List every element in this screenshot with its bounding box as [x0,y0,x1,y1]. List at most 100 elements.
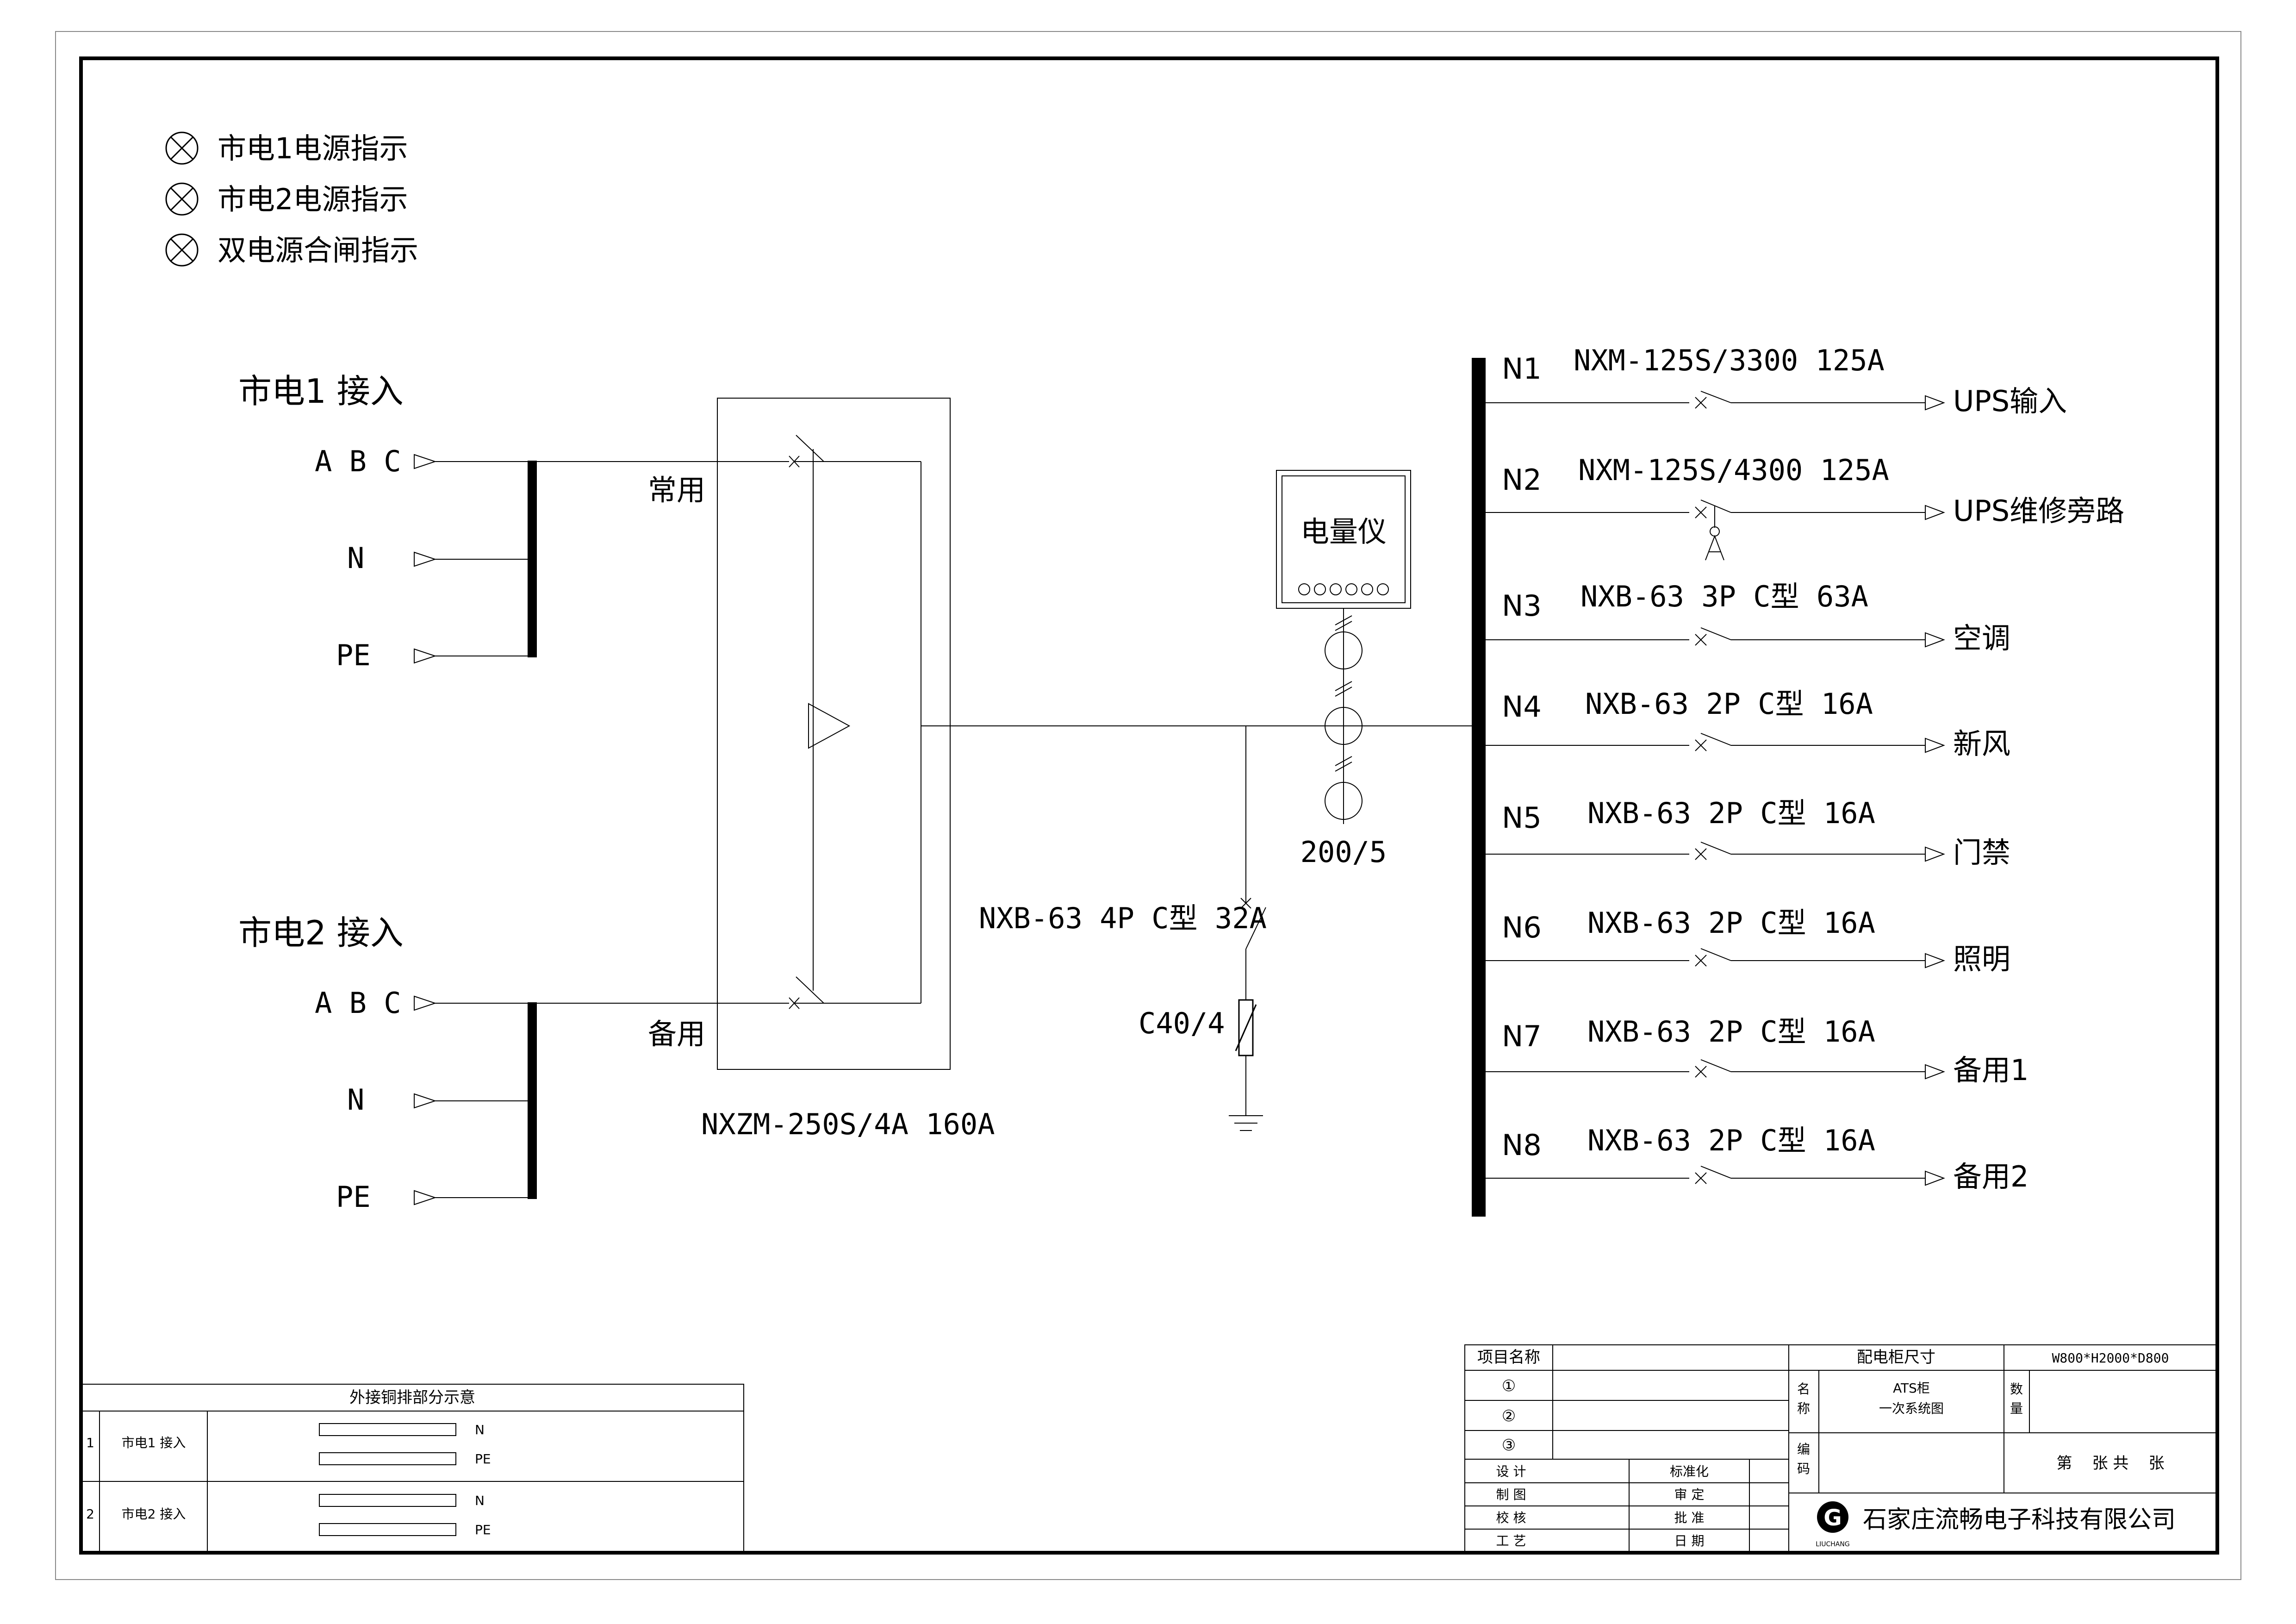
ct-ratio: 200/5 [1300,835,1387,869]
sheet-outer-border [55,31,2241,1580]
power-meter: 电量仪 [1276,470,1411,609]
copper-bar-label: N [475,1422,485,1437]
indicator-lamp-icon [165,182,199,216]
ct-icon [1325,782,1363,820]
copper-row-name: 市电1 接入 [122,1435,186,1450]
feeder-id: N5 [1502,801,1542,835]
sheet-number: 第 张 共 张 [2056,1454,2164,1473]
interlock-triangle-icon [808,703,851,749]
outgoing-arrow-icon [1925,505,1945,520]
feeder-id: N8 [1502,1128,1542,1162]
feeder-load: 门禁 [1953,836,2010,869]
indicator-legend: 市电1电源指示 市电2电源指示 双电源合闸指示 [165,131,418,267]
copper-bar-label: PE [475,1451,491,1467]
svg-text:编: 编 [1797,1442,1810,1457]
indicator-label: 市电1电源指示 [218,131,408,165]
copper-bar-shape [319,1452,456,1465]
copper-row-no: 2 [86,1506,94,1522]
ground-icon [1229,1115,1263,1131]
role-label: 制 图 [1496,1487,1526,1502]
terminal-label: N [347,541,364,575]
outgoing-arrow-icon [1925,1170,1945,1186]
svg-text:码: 码 [1797,1461,1810,1476]
feeder-id: N4 [1502,690,1542,724]
feeder-load: 备用2 [1953,1160,2028,1193]
copper-bar-label: N [475,1493,485,1508]
outgoing-arrow-icon [1925,737,1945,753]
padlock-icon [1705,506,1724,561]
outgoing-arrow-icon [1925,1064,1945,1080]
company-name: 石家庄流畅电子科技有限公司 [1863,1506,2176,1534]
svg-text:数: 数 [2010,1381,2023,1397]
role-label: 校 核 [1496,1510,1526,1525]
ats-enclosure [717,398,951,1070]
terminal-label: A B C [315,986,401,1020]
surge-protection-branch: NXB-63 4P C型 32A C40/4 [979,726,1267,1131]
copper-table: 外接铜排部分示意 1 市电1 接入 N PE 2 市电2 接入 N PE [81,1384,744,1553]
feeder-breaker: NXB-63 2P C型 16A [1587,906,1875,940]
feeder-id: N2 [1502,463,1542,497]
feeder-breaker: NXB-63 2P C型 16A [1585,687,1873,721]
ats-input-label: 常用 [648,473,705,507]
ats-switch: NXZM-250S/4A 160A [701,398,995,1141]
title-block: 项目名称 ① ② ③ 设 计 制 图 校 核 工 艺 标准化 审 定 批 准 日… [1464,1344,2218,1553]
indicator-lamp-icon [165,233,199,267]
feeder-id: N7 [1502,1019,1542,1053]
outgoing-arrow-icon [1925,953,1945,968]
terminal-arrow-icon [414,995,437,1011]
terminal-arrow-icon [414,648,437,664]
source-title: 市电2 接入 [238,913,404,952]
company-logo: G LIUCHANG [1816,1501,1850,1548]
copper-bar-shape [319,1423,456,1436]
ats-input-label: 备用 [648,1017,705,1051]
terminal-label: PE [336,638,371,672]
feeder-load: 新风 [1953,727,2010,761]
copper-busbar [528,461,537,657]
ct-icon [1325,631,1363,669]
name-label: 名 称 [1797,1381,1810,1416]
copper-busbar [528,1002,537,1199]
role-label: 标准化 [1670,1464,1709,1479]
source-1: 市电1 接入 A B C N PE 常用 [238,372,789,672]
code-label: 编 码 [1797,1442,1810,1476]
feeder-n8: N8 NXB-63 2P C型 16A 备用2 [1486,1124,2028,1193]
ct-icon [1325,707,1363,745]
terminal-label: N [347,1083,364,1117]
meter-label: 电量仪 [1300,515,1387,549]
logo-text: LIUCHANG [1816,1541,1849,1548]
role-label: 审 定 [1674,1487,1705,1502]
copper-table-title: 外接铜排部分示意 [349,1388,475,1407]
cabinet-size: W800*H2000*D800 [2052,1350,2169,1366]
current-transformers: 200/5 [1300,608,1387,869]
feeder-load: 空调 [1953,621,2010,655]
terminal-arrow-icon [414,454,437,469]
cabinet-size-label: 配电柜尺寸 [1857,1348,1935,1367]
feeder-id: N6 [1502,911,1542,944]
svg-text:称: 称 [1797,1401,1810,1416]
feeder-load: UPS输入 [1953,384,2067,418]
feeder-breaker: NXB-63 2P C型 16A [1587,796,1875,830]
outgoing-arrow-icon [1925,395,1945,411]
feeder-n2: N2 NXM-125S/4300 125A UPS维修旁路 [1486,453,2124,561]
feeder-breaker: NXM-125S/3300 125A [1574,344,1885,377]
project-item: ① [1502,1377,1516,1395]
feeder-load: UPS维修旁路 [1953,494,2124,528]
project-name-label: 项目名称 [1477,1348,1540,1367]
feeder-breaker: NXB-63 3P C型 63A [1580,580,1868,613]
svg-text:名: 名 [1797,1381,1810,1397]
qty-label: 数 量 [2010,1381,2023,1416]
feeder-breaker: NXB-63 2P C型 16A [1587,1015,1875,1049]
copper-bar-shape [319,1523,456,1536]
arrester-label: C40/4 [1139,1006,1225,1040]
svg-text:量: 量 [2010,1401,2023,1416]
feeder-n6: N6 NXB-63 2P C型 16A 照明 [1486,906,2010,976]
feeder-id: N1 [1502,352,1542,386]
sheet-frame [79,56,2219,1555]
ats-model: NXZM-250S/4A 160A [701,1107,995,1141]
feeder-n7: N7 NXB-63 2P C型 16A 备用1 [1486,1015,2028,1087]
logo-letter: G [1823,1505,1842,1531]
indicator-lamp-icon [165,131,199,165]
role-label: 工 艺 [1496,1533,1526,1549]
terminal-arrow-icon [414,1093,437,1109]
project-item: ③ [1502,1436,1516,1455]
